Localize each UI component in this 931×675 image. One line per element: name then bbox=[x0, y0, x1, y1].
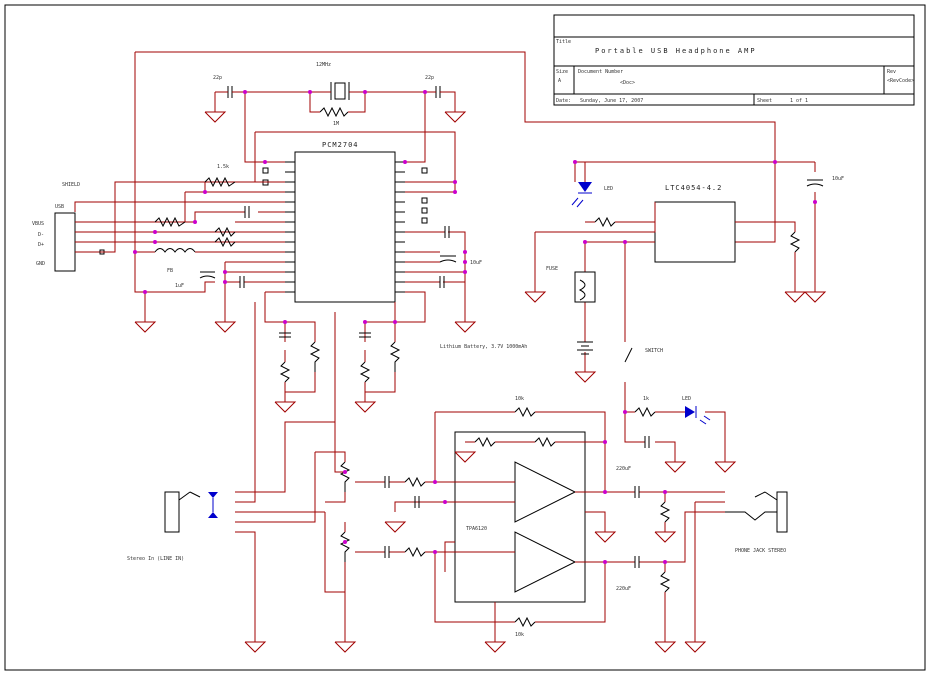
fuse-label: FUSE bbox=[546, 266, 558, 272]
r-1m-label: 1M bbox=[333, 121, 339, 127]
doc-value: <Doc> bbox=[620, 80, 635, 86]
charger-ic-label: LTC4054-4.2 bbox=[665, 184, 722, 192]
r-10k-b-label: 10k bbox=[515, 632, 524, 638]
usb-label: USB bbox=[55, 204, 64, 210]
input-wiring bbox=[235, 422, 346, 642]
c-10u-b-label: 10uF bbox=[832, 176, 844, 182]
usb-pin-dminus: D- bbox=[38, 232, 44, 238]
pcm-wiring bbox=[74, 51, 776, 503]
ferrite-label: FB bbox=[167, 268, 173, 274]
amp-ic: TPA6120 bbox=[454, 431, 586, 603]
charger-wiring bbox=[534, 161, 816, 462]
charger-ic: LTC4054-4.2 bbox=[654, 184, 736, 263]
sheet-value: 1 of 1 bbox=[790, 98, 808, 104]
input-jack: Stereo In (LINE IN) bbox=[127, 491, 218, 562]
doc-caption: Document Number bbox=[578, 69, 623, 75]
led1-label: LED bbox=[604, 186, 613, 192]
input-jack-label: Stereo In (LINE IN) bbox=[127, 556, 184, 562]
title-block: Title Portable USB Headphone AMP Size A … bbox=[553, 14, 915, 106]
size-value: A bbox=[558, 78, 561, 84]
r-1k5-label: 1.5k bbox=[217, 164, 229, 170]
pcm-passives bbox=[154, 176, 457, 383]
charger-parts bbox=[574, 179, 824, 448]
c-22p-b-label: 22p bbox=[425, 75, 434, 81]
size-caption: Size bbox=[556, 69, 568, 75]
ground-symbols-pcm bbox=[134, 111, 477, 413]
sheet-caption: Sheet bbox=[757, 98, 772, 104]
date-value: Sunday, June 17, 2007 bbox=[580, 98, 643, 104]
usb-pin-gnd: GND bbox=[36, 261, 45, 267]
battery-label: Lithium Battery, 3.7V 1000mAh bbox=[440, 344, 527, 350]
led2-label: LED bbox=[682, 396, 691, 402]
usb-pin-vbus: VBUS bbox=[32, 221, 44, 227]
c-22p-a-label: 22p bbox=[213, 75, 222, 81]
usb-shield-label: SHIELD bbox=[62, 182, 80, 188]
c-10u-label: 10uF bbox=[470, 260, 482, 266]
r-10k-label: 10k bbox=[515, 396, 524, 402]
pcm-ic-label: PCM2704 bbox=[322, 141, 359, 149]
r-1k-label: 1k bbox=[643, 396, 649, 402]
usb-pin-dplus: D+ bbox=[38, 242, 44, 248]
amp-passives bbox=[339, 406, 671, 628]
c-220u-b-label: 220uF bbox=[616, 586, 631, 592]
date-caption: Date: bbox=[556, 98, 571, 104]
title-caption: Title bbox=[556, 39, 571, 45]
switch-label: SWITCH bbox=[645, 348, 663, 354]
rev-caption: Rev bbox=[887, 69, 896, 75]
output-jack: PHONE JACK STEREO bbox=[725, 491, 788, 554]
output-jack-label: PHONE JACK STEREO bbox=[735, 548, 786, 554]
pcm2704-ic: PCM2704 bbox=[262, 141, 428, 303]
crystal: 12MHz bbox=[316, 62, 350, 118]
crystal-label: 12MHz bbox=[316, 62, 331, 68]
ground-symbols-charger bbox=[524, 291, 827, 473]
rev-value: <RevCode> bbox=[887, 78, 914, 84]
sheet-border bbox=[4, 4, 926, 671]
c-220u-a-label: 220uF bbox=[616, 466, 631, 472]
led-1-icon bbox=[571, 182, 592, 208]
amp-wiring bbox=[355, 411, 725, 642]
amp-ic-label: TPA6120 bbox=[466, 526, 487, 532]
ground-symbols-amp bbox=[244, 451, 707, 653]
junction-dots bbox=[133, 90, 817, 564]
usb-connector: USB SHIELD VBUS D- D+ GND bbox=[32, 182, 105, 272]
led-2-icon bbox=[685, 406, 711, 425]
schematic-title: Portable USB Headphone AMP bbox=[595, 47, 757, 55]
c-1u-label: 1uF bbox=[175, 283, 184, 289]
